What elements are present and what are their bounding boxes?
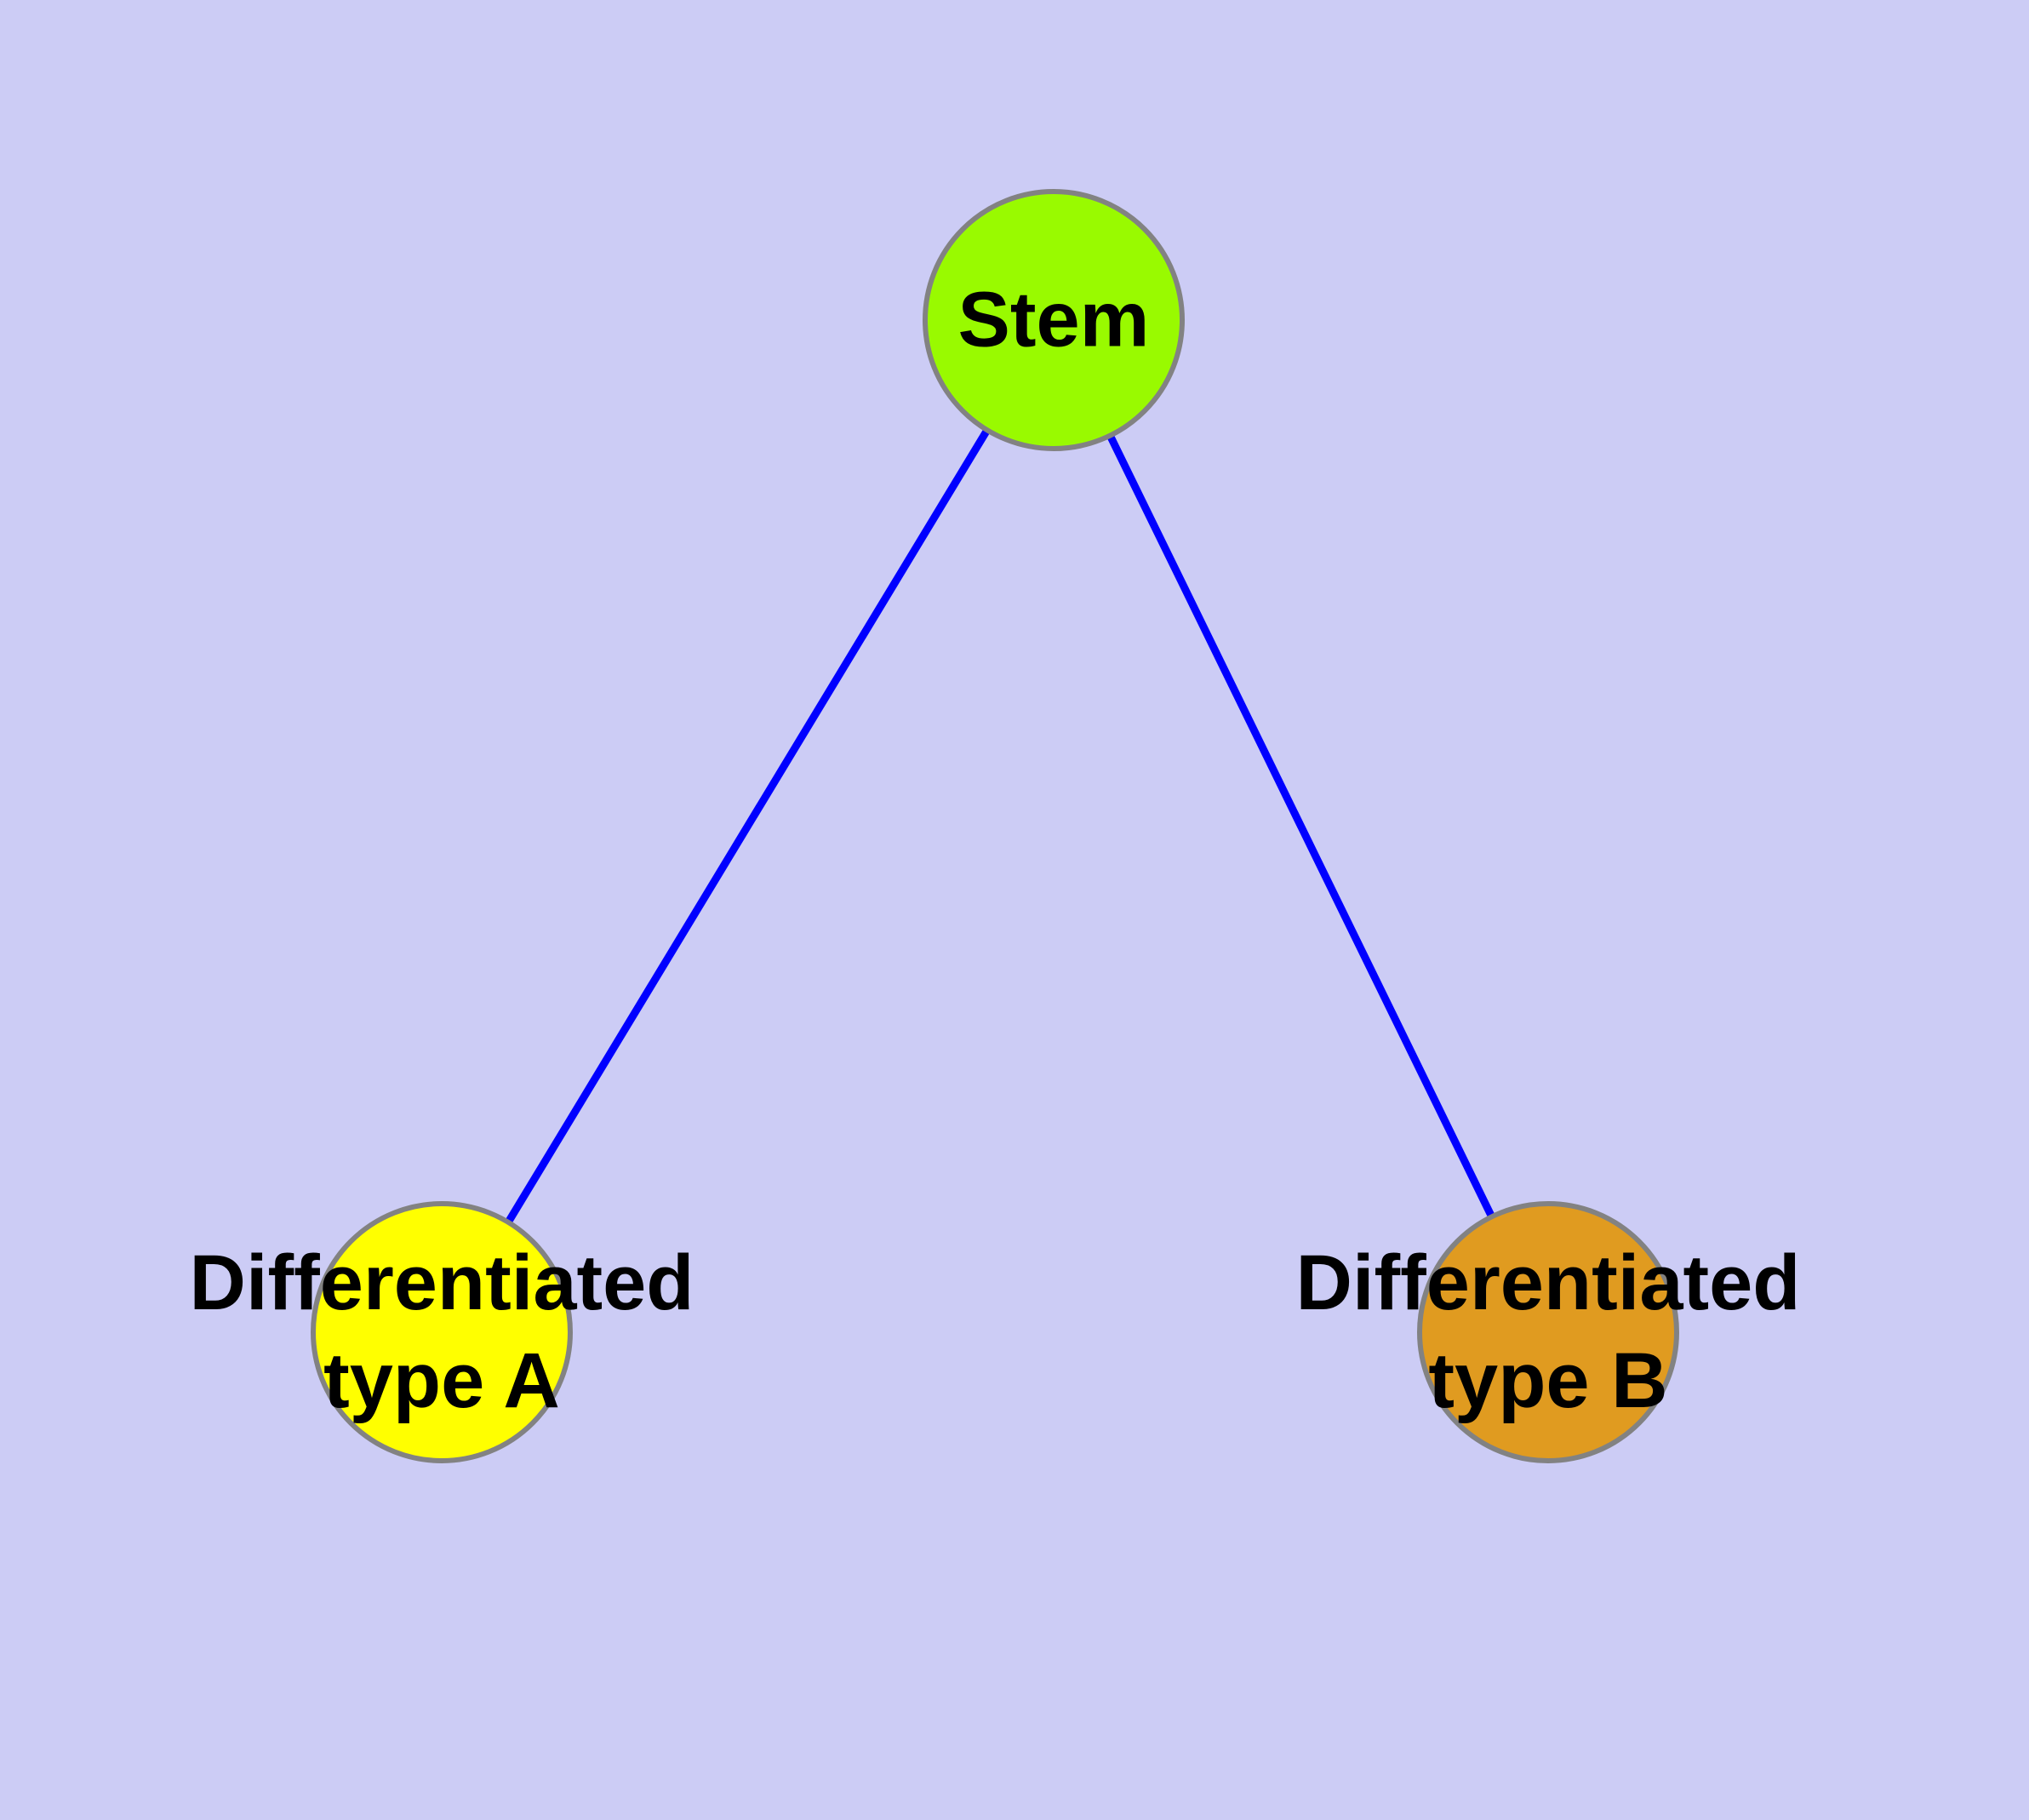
node-label-stem: Stem [958,272,1150,369]
node-differentiated-type-a [311,1201,573,1463]
node-label-type-a-line1: Differentiated [189,1239,694,1326]
node-label-type-a-line2: type A [323,1337,560,1424]
node-label-stem-text: Stem [957,276,1150,363]
node-label-differentiated-type-b: Differentiated type B [1296,1234,1801,1430]
edge-stem-to-type-a [438,318,1057,1335]
node-differentiated-type-b [1417,1201,1679,1463]
node-stem [923,189,1185,451]
node-label-type-b-line1: Differentiated [1295,1239,1801,1326]
node-label-type-b-line2: type B [1428,1337,1668,1424]
edge-stem-to-type-b [1049,318,1552,1334]
node-label-differentiated-type-a: Differentiated type A [190,1234,694,1430]
